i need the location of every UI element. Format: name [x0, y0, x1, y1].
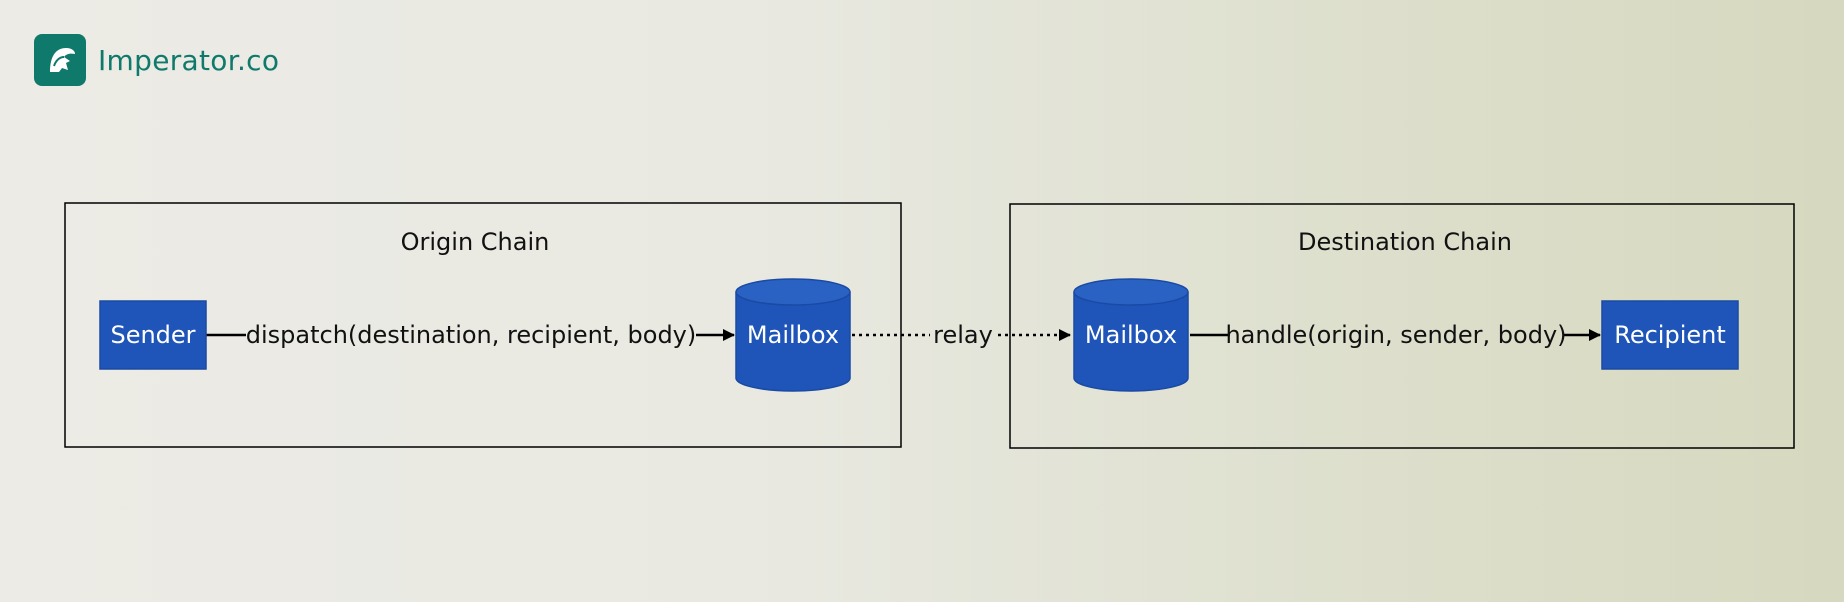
edge-label-dispatch: dispatch(destination, recipient, body): [246, 321, 697, 349]
brand: Imperator.co: [34, 34, 279, 86]
brand-name: Imperator.co: [98, 43, 280, 77]
node-mailbox-origin: Mailbox: [735, 278, 851, 392]
node-label-recipient: Recipient: [1614, 321, 1726, 349]
node-sender: Sender: [99, 300, 207, 370]
edge-label-handle: handle(origin, sender, body): [1225, 321, 1566, 349]
edge-relay: relay: [852, 321, 1071, 349]
edge-dispatch: dispatch(destination, recipient, body): [206, 321, 735, 349]
node-mailbox-destination: Mailbox: [1073, 278, 1189, 392]
node-label-mailbox-destination: Mailbox: [1085, 321, 1177, 349]
group-origin-chain: Origin Chain: [64, 202, 902, 448]
node-label-mailbox-origin: Mailbox: [747, 321, 839, 349]
node-label-sender: Sender: [110, 321, 195, 349]
edge-label-relay: relay: [933, 321, 993, 349]
spartan-helmet-icon: [34, 34, 86, 86]
node-recipient: Recipient: [1601, 300, 1739, 370]
group-label-origin: Origin Chain: [401, 228, 550, 256]
edge-handle: handle(origin, sender, body): [1190, 321, 1601, 349]
group-label-destination: Destination Chain: [1298, 228, 1512, 256]
group-destination-chain: Destination Chain: [1009, 203, 1795, 449]
